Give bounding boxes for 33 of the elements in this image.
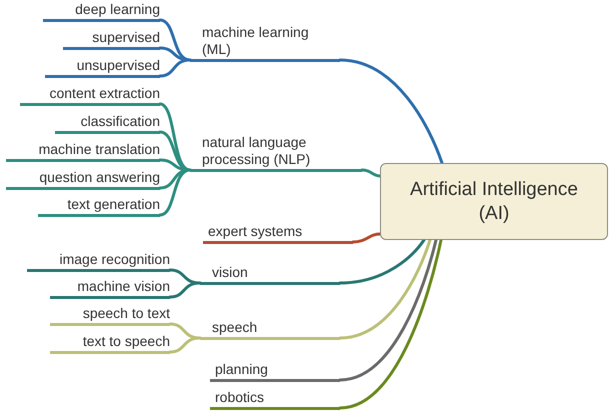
branch-line bbox=[158, 18, 192, 62]
branch-line bbox=[352, 232, 382, 244]
subtopic-label: classification bbox=[55, 112, 160, 134]
branch-line bbox=[338, 58, 444, 164]
branch-line bbox=[158, 58, 192, 78]
subtopic-label: machine vision bbox=[50, 278, 170, 298]
central-topic-box: Artificial Intelligence (AI) bbox=[380, 163, 608, 240]
subtopic-label: text generation bbox=[38, 196, 160, 216]
branch-line bbox=[168, 336, 202, 354]
branch-line bbox=[338, 238, 442, 410]
topic-label: vision bbox=[200, 264, 340, 284]
subtopic-label: speech to text bbox=[50, 304, 170, 326]
topic-label: planning bbox=[210, 360, 340, 382]
subtopic-label: machine translation bbox=[6, 140, 160, 162]
branch-line bbox=[168, 282, 202, 298]
branch-line bbox=[338, 238, 426, 284]
subtopic-label: deep learning bbox=[43, 0, 160, 22]
subtopic-label: image recognition bbox=[27, 250, 170, 272]
subtopic-label: text to speech bbox=[50, 332, 170, 354]
subtopic-label: supervised bbox=[63, 28, 160, 50]
branch-line bbox=[360, 168, 382, 178]
branch-line bbox=[158, 102, 192, 172]
topic-label: speech bbox=[200, 318, 340, 340]
branch-line bbox=[158, 168, 192, 216]
branch-line bbox=[338, 238, 438, 382]
topic-label: natural language processing (NLP) bbox=[190, 134, 362, 172]
topic-label: expert systems bbox=[203, 222, 353, 244]
subtopic-label: unsupervised bbox=[45, 56, 160, 78]
subtopic-label: content extraction bbox=[20, 84, 160, 106]
subtopic-label: question answering bbox=[6, 168, 160, 190]
topic-label: machine learning (ML) bbox=[190, 24, 340, 62]
branch-line bbox=[338, 238, 432, 340]
topic-label: robotics bbox=[210, 388, 340, 410]
